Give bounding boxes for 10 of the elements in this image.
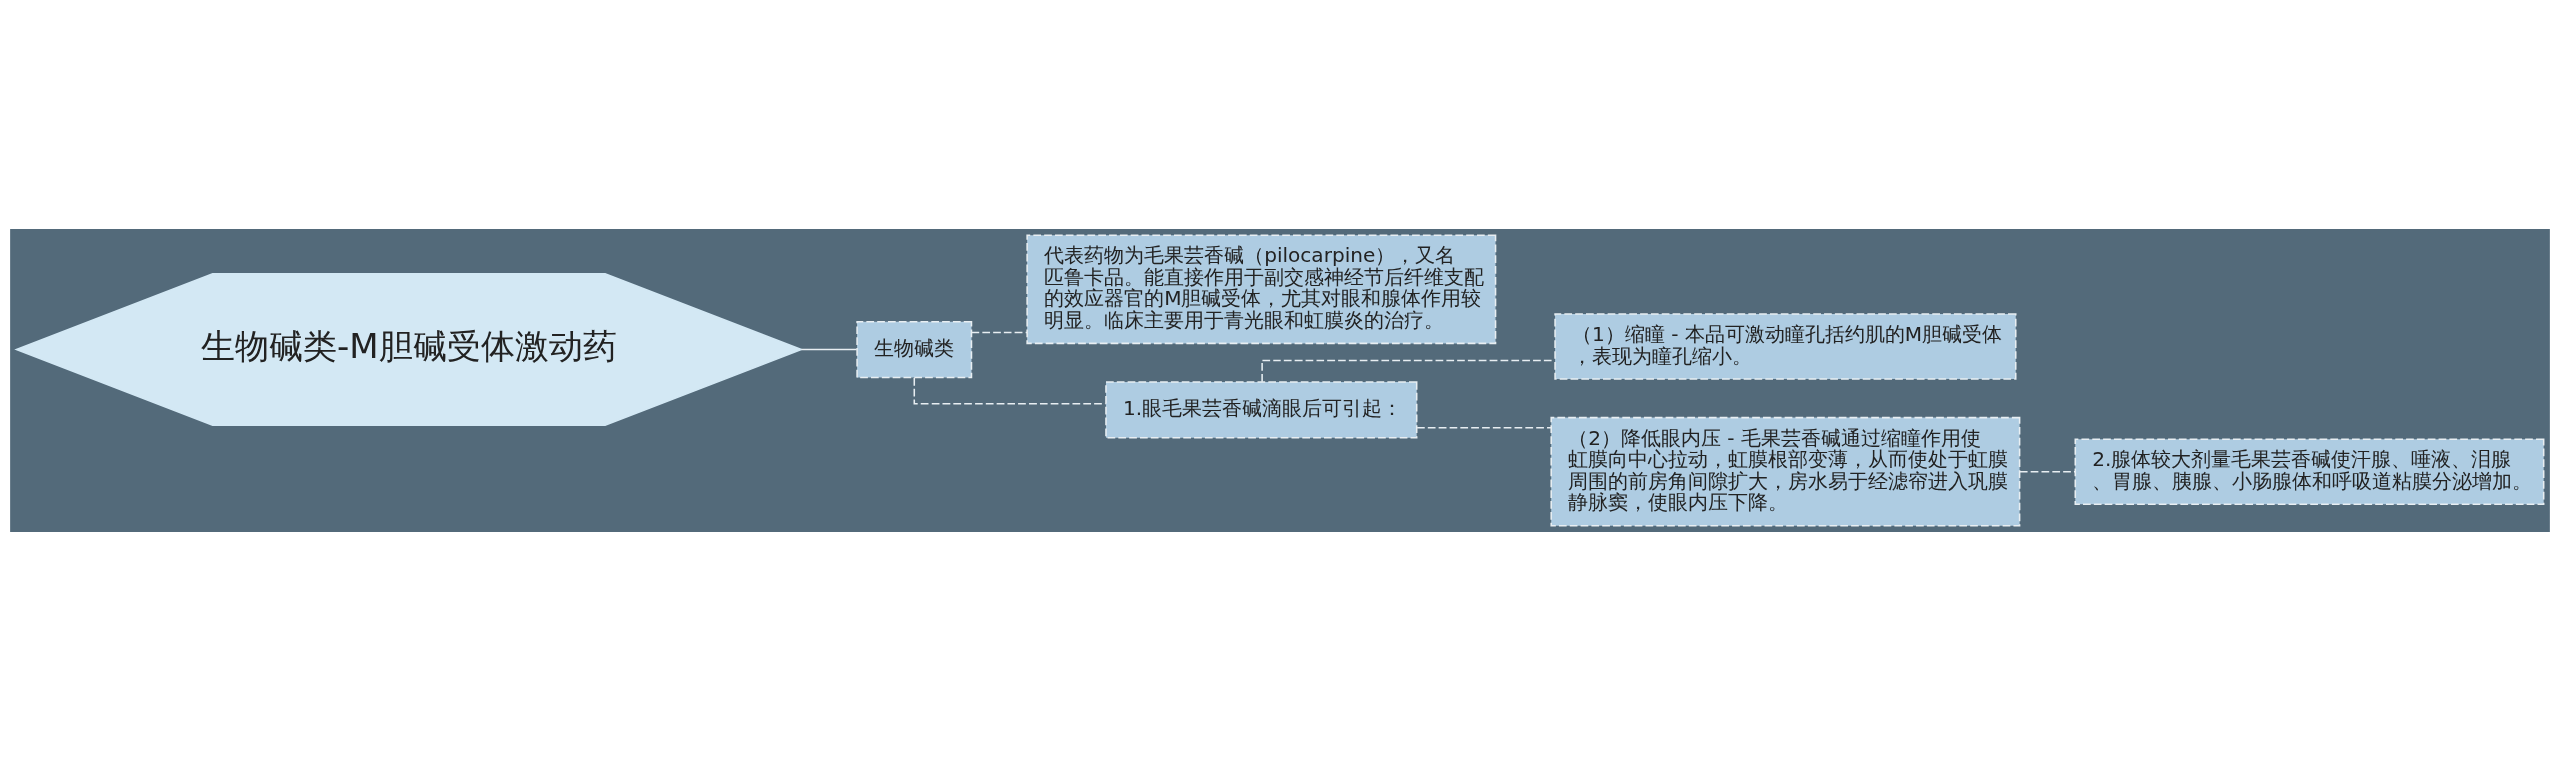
node-box: （1）缩瞳 - 本品可激动瞳孔括约肌的M胆碱受体，表现为瞳孔缩小。 (1554, 313, 2017, 380)
connector (800, 348, 858, 351)
node-box: 代表药物为毛果芸香碱（pilocarpine），又名匹鲁卡品。能直接作用于副交感神经节后纤维支配的效应器官的M胆碱受体，尤其对眼和腺体作用较明显。临床主要用于青光眼和虹膜炎的治疗。 (1026, 234, 1497, 345)
connector (2019, 470, 2076, 473)
connector (970, 331, 1028, 334)
node-box: 2.腺体较大剂量毛果芸香碱使汗腺、唾液、泪腺、胃腺、胰腺、小肠腺体和呼吸道粘膜分泌增加。 (2074, 438, 2545, 505)
connector (1416, 426, 1552, 429)
node-box: （2）降低眼内压 - 毛果芸香碱通过缩瞳作用使虹膜向中心拉动，虹膜根部变薄，从而使处于虹膜周围的前房角间隙扩大，房水易于经滤帘进入巩膜静脉窦，使眼内压下降。 (1550, 416, 2021, 527)
node-box: 1.眼毛果芸香碱滴眼后可引起： (1105, 381, 1418, 439)
node-box: 生物碱类 (856, 321, 973, 379)
